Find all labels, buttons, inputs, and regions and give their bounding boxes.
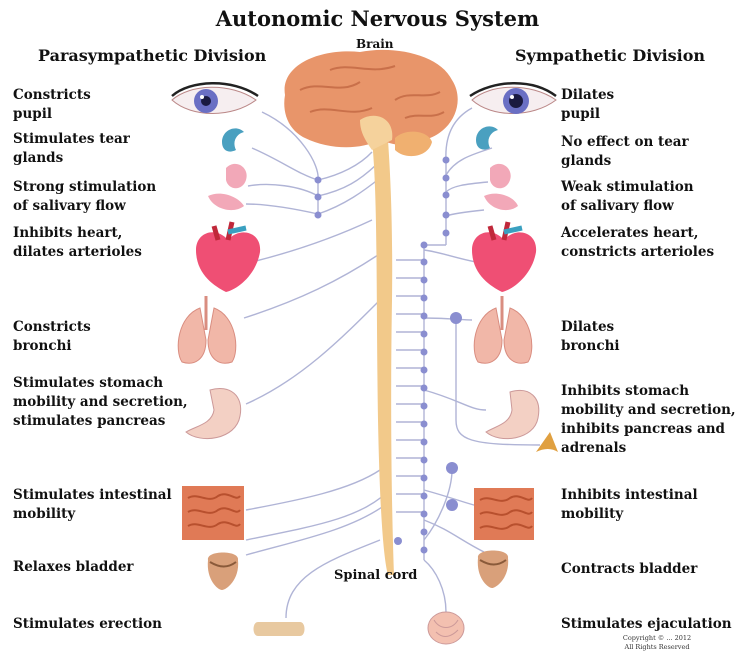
right-bladder-icon (477, 550, 509, 588)
para-eye-label: Constricts pupil (13, 87, 91, 122)
left-stomach-icon (185, 388, 242, 440)
left-intestines-icon (182, 486, 244, 540)
left-heart-icon (196, 221, 261, 292)
penis-icon (253, 622, 305, 636)
symp-heart-label: Accelerates heart, constricts arterioles (561, 225, 715, 260)
left-tear-gland-icon (222, 128, 244, 152)
brain-label: Brain (356, 37, 394, 51)
symp-genitals-label: Stimulates ejaculation (561, 616, 732, 632)
testes-icon (427, 611, 465, 645)
right-salivary-gland-icon (484, 163, 518, 211)
right-stomach-icon (485, 390, 540, 440)
para-heart-label: Inhibits heart, dilates arterioles (13, 225, 142, 260)
symp-eye-label: Dilates pupil (561, 87, 615, 122)
adrenal-gland-icon (536, 432, 558, 452)
diagram-title: Autonomic Nervous System (215, 6, 540, 31)
right-lungs-icon (473, 296, 533, 364)
brain (284, 49, 458, 148)
copyright-notice: Copyright © ... 2012 All Rights Reserved (622, 634, 692, 651)
para-intestines-label: Stimulates intestinal mobility (13, 487, 172, 522)
parasympathetic-nerves (243, 111, 391, 619)
sympathetic-heading: Sympathetic Division (515, 46, 706, 65)
right-organs (469, 82, 558, 588)
symp-lungs-label: Dilates bronchi (561, 319, 620, 354)
para-tear-label: Stimulates tear glands (13, 131, 130, 166)
right-tear-gland-icon (476, 126, 498, 150)
left-organs (171, 82, 261, 590)
spinal-cord (372, 140, 394, 575)
para-salivary-label: Strong stimulation of salivary flow (13, 179, 157, 214)
symp-intestines-label: Inhibits intestinal mobility (561, 487, 698, 522)
parasympathetic-heading: Parasympathetic Division (38, 46, 267, 65)
spinal-cord-label: Spinal cord (334, 568, 418, 583)
para-stomach-label: Stimulates stomach mobility and secretio… (13, 375, 188, 429)
left-lungs-icon (177, 296, 237, 364)
left-salivary-gland-icon (208, 163, 247, 211)
para-genitals-label: Stimulates erection (13, 616, 162, 632)
cerebellum (395, 131, 432, 157)
left-eye-icon (171, 82, 259, 114)
right-heart-icon (472, 221, 537, 292)
right-eye-icon (469, 82, 557, 114)
ganglia (314, 156, 462, 554)
right-intestines-icon (474, 488, 534, 540)
para-lungs-label: Constricts bronchi (13, 319, 91, 354)
para-bladder-label: Relaxes bladder (13, 559, 134, 575)
left-bladder-icon (207, 552, 239, 590)
symp-salivary-label: Weak stimulation of salivary flow (561, 179, 694, 214)
symp-stomach-label: Inhibits stomach mobility and secretion,… (561, 383, 736, 456)
symp-bladder-label: Contracts bladder (561, 561, 698, 577)
symp-tear-label: No effect on tear glands (561, 134, 689, 169)
brain-and-spinal-cord (284, 49, 458, 575)
